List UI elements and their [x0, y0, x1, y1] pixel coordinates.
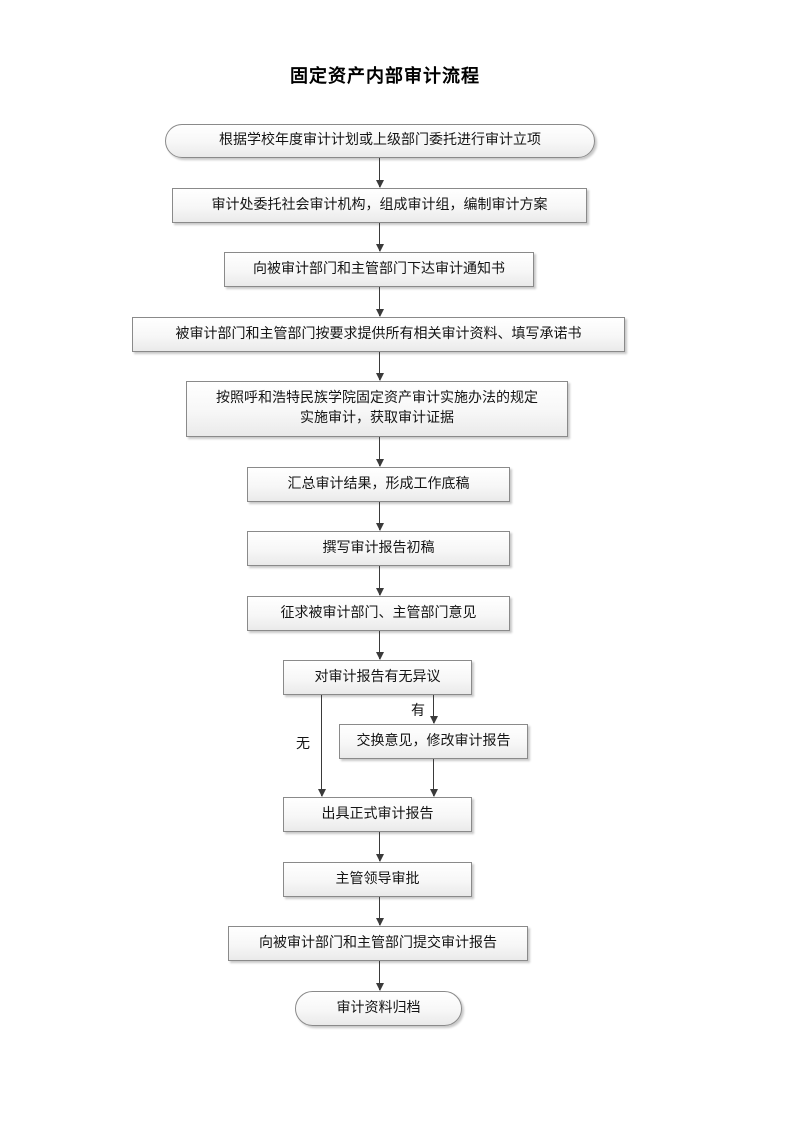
arrow-form-team-to-notice [375, 223, 384, 252]
arrow-revise-to-issue-final [429, 759, 438, 797]
flow-node-objection-check: 对审计报告有无异议 [283, 660, 472, 695]
arrow-solicit-to-decision [375, 631, 384, 660]
arrow-materials-to-implement [375, 352, 384, 381]
flow-node-leader-approval: 主管领导审批 [283, 862, 472, 897]
flow-node-start: 根据学校年度审计计划或上级部门委托进行审计立项 [165, 124, 595, 158]
flow-node-implement-audit: 按照呼和浩特民族学院固定资产审计实施办法的规定 实施审计，获取审计证据 [186, 381, 568, 437]
arrow-decision-yes-to-revise [429, 695, 438, 724]
flow-node-provide-materials: 被审计部门和主管部门按要求提供所有相关审计资料、填写承诺书 [132, 317, 625, 352]
flow-node-draft-report: 撰写审计报告初稿 [247, 531, 510, 566]
arrow-approval-to-submit [375, 897, 384, 926]
flow-node-submit-report: 向被审计部门和主管部门提交审计报告 [228, 926, 528, 961]
arrow-start-to-form-team [375, 158, 384, 188]
arrow-issue-final-to-approval [375, 832, 384, 862]
branch-label-yes: 有 [411, 704, 425, 719]
flow-node-summarize-results: 汇总审计结果，形成工作底稿 [247, 467, 510, 502]
arrow-draft-to-solicit [375, 566, 384, 596]
branch-label-no: 无 [296, 737, 310, 752]
flow-node-form-audit-team: 审计处委托社会审计机构，组成审计组，编制审计方案 [172, 188, 587, 223]
arrow-notice-to-materials [375, 287, 384, 317]
flow-node-revise-report: 交换意见，修改审计报告 [339, 724, 528, 759]
flow-node-issue-final: 出具正式审计报告 [283, 797, 472, 832]
arrow-summarize-to-draft [375, 502, 384, 531]
arrow-implement-to-summarize [375, 437, 384, 467]
arrow-decision-no-to-issue-final [317, 695, 326, 797]
flow-node-archive: 审计资料归档 [295, 991, 462, 1026]
arrow-submit-to-archive [375, 961, 384, 991]
flow-node-issue-notice: 向被审计部门和主管部门下达审计通知书 [224, 252, 534, 287]
flow-node-solicit-opinions: 征求被审计部门、主管部门意见 [247, 596, 510, 631]
page-title: 固定资产内部审计流程 [290, 66, 480, 86]
